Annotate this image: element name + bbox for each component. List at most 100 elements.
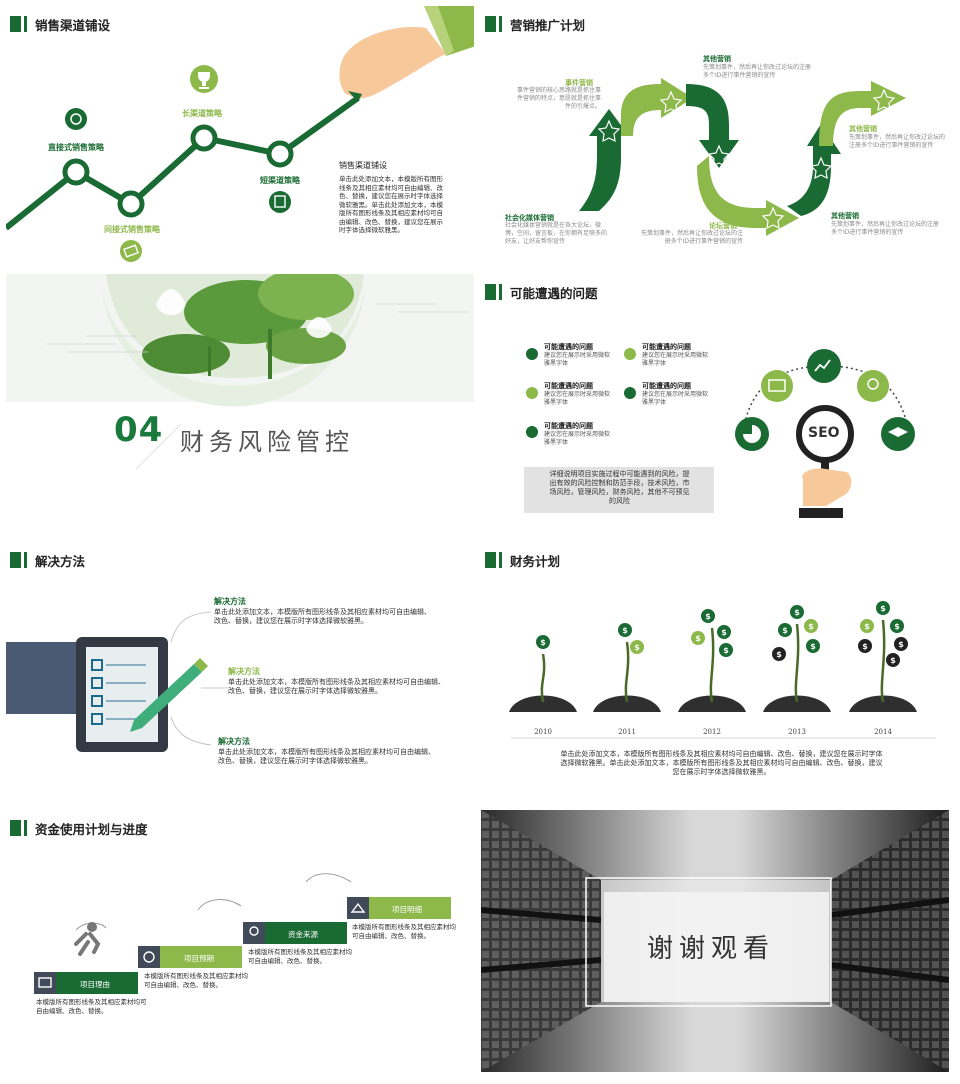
problem-title-3: 可能遭遇的问题	[544, 422, 593, 430]
hand-graphic	[339, 6, 474, 102]
section-title: 财务风险管控	[180, 428, 354, 456]
coin-symbol: $	[721, 628, 727, 637]
slide-title: 财务计划	[510, 553, 561, 569]
node-indirect	[117, 190, 145, 218]
slide-fund-plan[interactable]: 资金使用计划与进度 项目理由 本模版所有图形线条及其相应素材均可自由编辑、改色、…	[6, 810, 474, 1072]
note-box	[524, 467, 714, 513]
item-title-3: 其他营销	[849, 125, 877, 133]
step-label-3: 资金来源	[288, 930, 318, 939]
tree-stem	[709, 627, 715, 703]
slide-title: 可能遭遇的问题	[510, 285, 598, 301]
coin-icon	[886, 653, 900, 667]
clock-icon	[143, 951, 155, 963]
coin-icon	[691, 631, 705, 645]
coin-icon	[890, 619, 904, 633]
slide-solutions[interactable]: 解决方法 解决方法 单击此处添加文本，本模版所有图形线条及其相应素材均可自由编辑…	[6, 542, 474, 804]
problem-text-3: 建议您在展示时采用微软雅黑字体	[544, 431, 611, 446]
item-text-5: 先策划事件，然后再让你改过论坛的注册多个ID进行事件营销的宣传	[640, 230, 743, 245]
tree-stem	[880, 619, 886, 703]
steps-graphic	[34, 873, 451, 994]
bulb-icon	[249, 926, 259, 936]
node-long	[190, 124, 218, 152]
step-text-2: 本模版所有图形线条及其相应素材均可自由编辑、改色、替换。	[144, 972, 248, 989]
coin-icon	[860, 619, 874, 633]
runner-icon	[87, 922, 97, 932]
coin-symbol: $	[810, 642, 816, 651]
step-text-1: 本模版所有图形线条及其相应素材均可自由编辑、改色、替换。	[36, 998, 147, 1015]
seo-label: SEO	[808, 425, 840, 441]
slide-header: 财务计划	[485, 552, 561, 569]
item-title-4: 社会化媒体营销	[505, 214, 554, 222]
coin-symbol: $	[782, 626, 788, 635]
slide-section-divider[interactable]: 04 财务风险管控	[6, 274, 474, 536]
ticket-icon	[120, 240, 142, 262]
year-label: 2012	[703, 728, 721, 736]
lotus-graphic	[6, 274, 474, 470]
label-indirect: 间接式销售策略	[104, 225, 160, 234]
money-trees-graphic: $2010$$2011$$$$2012$$$$$2013$$$$$$2014	[509, 601, 936, 739]
year-label: 2014	[874, 728, 892, 736]
corridor-background	[481, 810, 949, 1072]
year-label: 2010	[534, 728, 552, 736]
coin-symbol: $	[862, 642, 868, 651]
problem-text-5: 建议您在展示时采用微软雅黑字体	[642, 391, 709, 406]
slide-title: 营销推广计划	[510, 17, 586, 33]
label-short: 短渠道策略	[260, 176, 300, 185]
slide-header: 解决方法	[10, 552, 86, 569]
slide-header: 销售渠道铺设	[10, 16, 111, 33]
chart-icon	[807, 349, 841, 383]
slide-sales-channels[interactable]: 销售渠道铺设 直接式销售策略 间接式销售策略 长渠道策略 短渠道策略 销售渠道铺…	[6, 6, 474, 268]
coin-symbol: $	[890, 656, 896, 665]
coin-symbol: $	[894, 622, 900, 631]
item-title-1: 事件营销	[565, 79, 593, 87]
thanks-text: 谢谢观看	[647, 934, 776, 964]
problem-dots-and-seo-graphic	[526, 348, 915, 518]
building-icon	[269, 191, 291, 213]
soil-mound	[678, 695, 746, 712]
mail-icon	[761, 370, 793, 402]
coin-symbol: $	[723, 646, 729, 655]
year-label: 2011	[618, 728, 636, 736]
solution-text-3: 单击此处添加文本，本模版所有图形线条及其相应素材均可自由编辑、改色、替换，建议您…	[218, 748, 435, 765]
item-text-1: 事件营销的核心思路就是抓住事件营销的特点，意愿就是抓住事件的引爆点。	[517, 87, 602, 110]
finance-body-text: 单击此处添加文本，本模版所有图形线条及其相应素材均可自由编辑、改色、替换，建议您…	[560, 750, 883, 776]
note-text: 详细说明项目实施过程中可能遇到的风险，提出有效的风险控制和防范手段，技术风险，市…	[549, 470, 690, 505]
coin-symbol: $	[622, 626, 628, 635]
coin-symbol: $	[794, 608, 800, 617]
slide-title: 解决方法	[35, 553, 86, 569]
coin-icon	[778, 623, 792, 637]
pencil-icon	[350, 902, 366, 913]
slide-financial-plan[interactable]: 财务计划 $2010$$2011$$$$2012$$$$$2013$$$$$$2…	[481, 542, 949, 804]
tree-stem	[624, 641, 630, 703]
problem-title-2: 可能遭遇的问题	[544, 382, 593, 390]
solution-title-1: 解决方法	[214, 597, 246, 606]
coin-symbol: $	[540, 638, 546, 647]
coin-symbol: $	[864, 622, 870, 631]
node-short	[266, 140, 294, 168]
slide-thank-you[interactable]: 谢谢观看	[481, 810, 949, 1072]
coin-symbol: $	[634, 643, 640, 652]
coin-symbol: $	[705, 612, 711, 621]
step-label-1: 项目理由	[80, 980, 110, 989]
solution-text-1: 单击此处添加文本，本模版所有图形线条及其相应素材均可自由编辑、改色、替换，建议您…	[214, 608, 431, 625]
tree-stem	[794, 623, 800, 703]
slide-title: 销售渠道铺设	[35, 17, 111, 33]
node-direct	[62, 158, 90, 186]
section-number: 04	[114, 410, 164, 450]
soil-mound	[593, 695, 661, 712]
item-title-2: 其他营销	[703, 55, 731, 63]
label-direct: 直接式销售策略	[48, 143, 104, 152]
coin-symbol: $	[898, 640, 904, 649]
coin-symbol: $	[880, 604, 886, 613]
coin-icon	[894, 637, 908, 651]
header-marker	[10, 16, 21, 32]
item-title-5: 论坛营销	[709, 222, 737, 230]
slide-possible-problems[interactable]: 可能遭遇的问题 可能遭遇的问题 建议您在展示时采用微软雅黑字体 可能遭遇的问题 …	[481, 274, 949, 536]
step-label-2: 项目预期	[184, 954, 214, 963]
soil-mound	[763, 695, 831, 712]
soil-mound	[509, 695, 577, 712]
coin-symbol: $	[695, 634, 701, 643]
slide-marketing-plan[interactable]: 营销推广计划 事件营销 事件营销的核心思路就是抓住事件营销的特点，意愿就是抓住事…	[481, 6, 949, 268]
coin-symbol: $	[808, 622, 814, 631]
coin-icon	[806, 639, 820, 653]
